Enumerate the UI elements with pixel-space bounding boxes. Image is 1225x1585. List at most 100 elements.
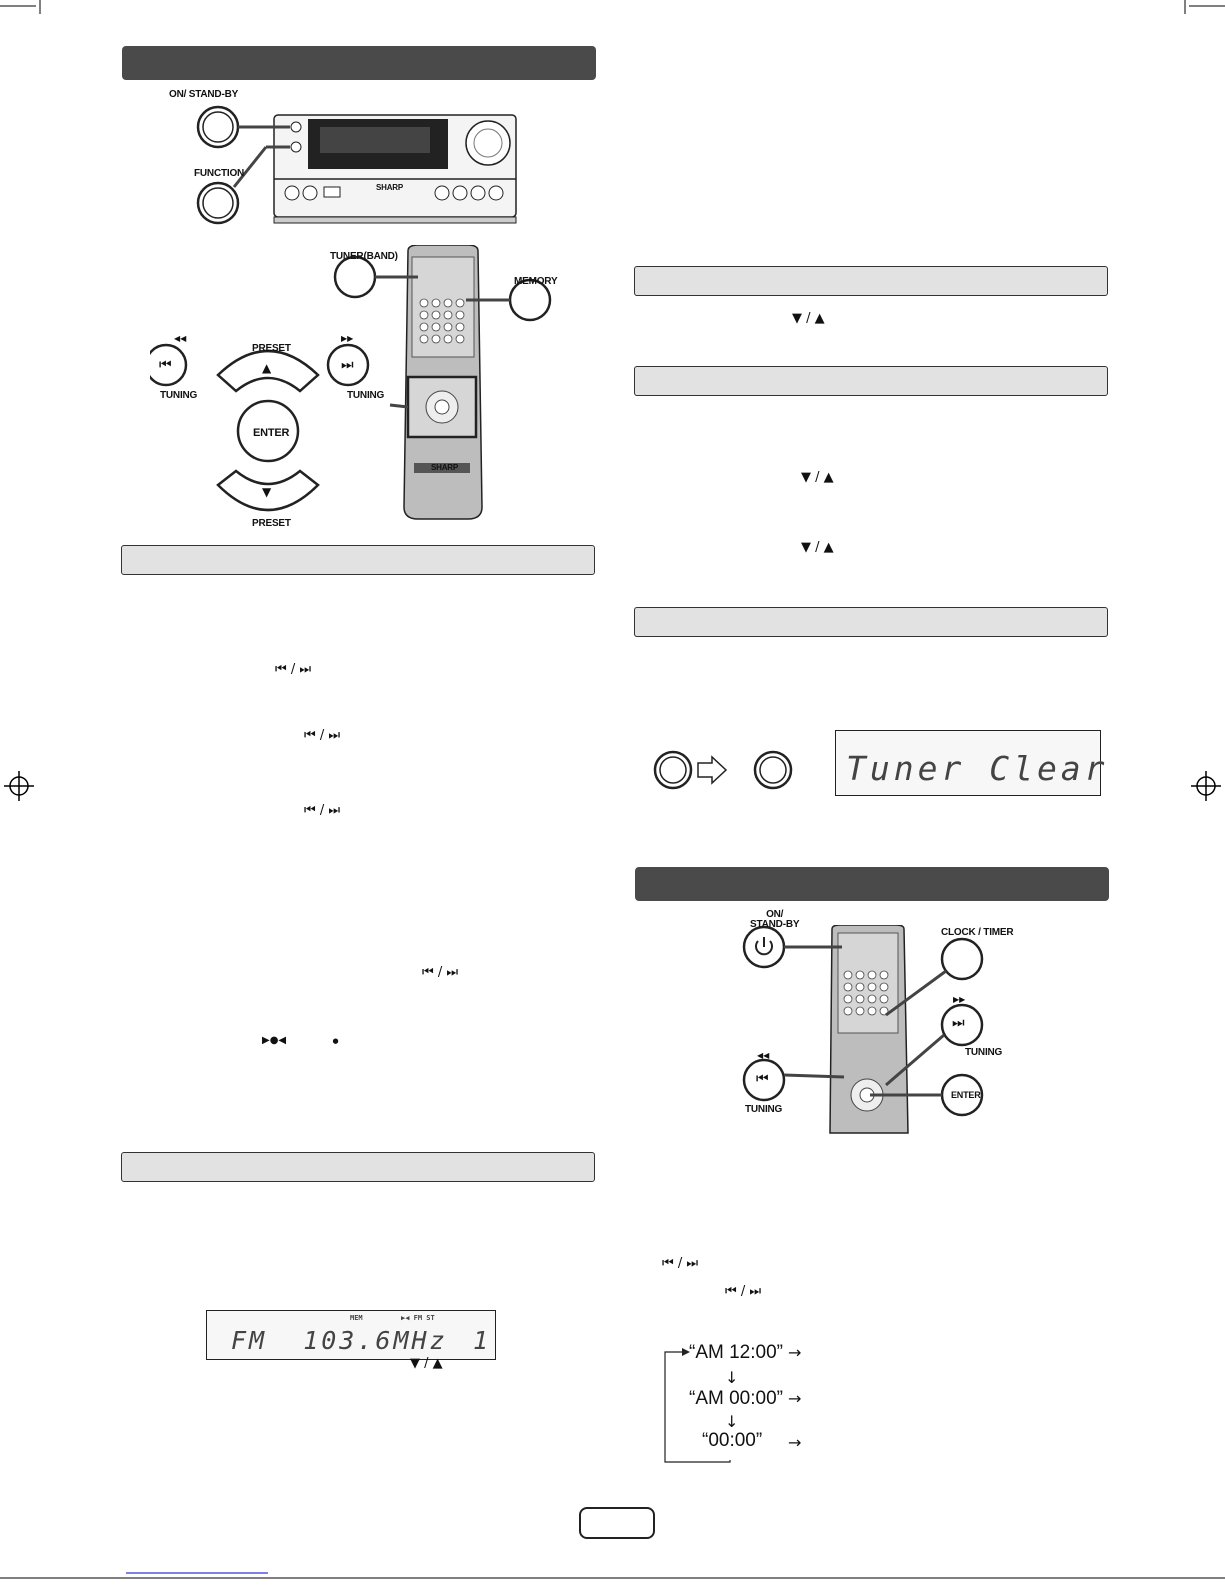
skip-glyphs-1: ⏮ / ⏭ <box>275 663 311 676</box>
main-unit-illustration <box>196 105 517 225</box>
skip-glyphs-clock-2: ⏮ / ⏭ <box>725 1285 761 1298</box>
tuning-left-label: TUNING <box>160 390 198 401</box>
rewind-icon: ◀◀ <box>757 1051 770 1060</box>
down-icon: ▼ <box>410 1356 420 1371</box>
lcd-frequency-text: FM 103.6MHz <box>231 1326 448 1355</box>
next-track-icon: ⏭ <box>328 803 341 818</box>
next-track-icon: ⏭ <box>299 662 312 677</box>
right-arrow-icon: → <box>788 1343 802 1362</box>
registration-mark-left <box>4 771 34 801</box>
skip-glyphs-3: ⏮ / ⏭ <box>304 804 340 817</box>
right-arrow-icon: → <box>788 1433 802 1452</box>
next-track-icon: ⏭ <box>952 1015 965 1031</box>
right-arrow-icon: → <box>788 1389 802 1408</box>
up-icon: ▲ <box>432 1356 443 1371</box>
or-separator: / <box>815 470 820 485</box>
on-standby-label-2: ON/ STAND-BY <box>750 909 800 930</box>
down-icon: ▼ <box>792 311 802 326</box>
up-icon: ▲ <box>823 470 834 485</box>
fm-st-indicator: ▶◀ FM ST <box>401 1314 435 1322</box>
subheader-scan <box>634 366 1108 396</box>
registration-mark-right <box>1191 771 1221 801</box>
next-track-icon: ⏭ <box>686 1256 699 1271</box>
or-separator: / <box>806 311 811 326</box>
clock-format-12h: “AM 12:00” <box>689 1342 783 1363</box>
subheader-clear <box>634 607 1108 637</box>
clock-format-loop <box>664 1348 731 1463</box>
prev-track-icon: ⏮ <box>725 1284 737 1299</box>
next-track-icon: ⏭ <box>749 1284 762 1299</box>
up-icon: ▲ <box>262 361 272 375</box>
skip-glyphs-4: ⏮ / ⏭ <box>422 966 458 979</box>
remote-illustration-top <box>150 245 552 520</box>
remote-brand-label: SHARP <box>431 463 459 472</box>
lcd-preset-number: 1 <box>473 1326 489 1355</box>
or-separator: / <box>437 965 443 980</box>
next-track-icon: ⏭ <box>446 965 459 980</box>
ffwd-icon: ▶▶ <box>953 995 966 1004</box>
page-number-box <box>579 1507 655 1539</box>
prev-track-icon: ⏮ <box>662 1256 674 1271</box>
tuner-band-label: TUNER(BAND) <box>330 251 398 262</box>
function-label: FUNCTION <box>194 168 245 179</box>
down-icon: ▼ <box>262 485 272 499</box>
down-icon: ▼ <box>801 540 811 555</box>
or-separator: / <box>677 1256 683 1271</box>
lcd-clear-text: Tuner Clear <box>846 749 1109 788</box>
clear-memory-buttons <box>653 750 793 790</box>
tuning-left-label-2: TUNING <box>745 1104 783 1115</box>
or-separator: / <box>319 803 325 818</box>
or-separator: / <box>319 728 325 743</box>
prev-track-icon: ⏮ <box>422 965 434 980</box>
up-icon: ▲ <box>823 540 834 555</box>
dot-icon: ● <box>332 1037 339 1045</box>
stereo-indicator-glyphs: ▶●◀ ● <box>262 1034 339 1048</box>
enter-label: ENTER <box>253 427 290 439</box>
clock-format-12h-zero: “AM 00:00” <box>689 1388 783 1409</box>
or-separator: / <box>290 662 296 677</box>
preset-top-label: PRESET <box>252 343 291 354</box>
up-icon: ▲ <box>814 311 825 326</box>
skip-glyphs-clock-1: ⏮ / ⏭ <box>662 1257 698 1270</box>
subheader-recall <box>634 266 1108 296</box>
arrow-glyphs-scan-1: ▼ / ▲ <box>801 471 834 484</box>
down-arrow-icon: ↓ <box>725 1412 739 1431</box>
section-header-tuner <box>122 46 596 80</box>
section-header-clock <box>635 867 1109 901</box>
prev-track-icon: ⏮ <box>275 662 287 677</box>
mem-indicator: MEM <box>350 1314 363 1322</box>
clock-timer-label: CLOCK / TIMER <box>941 927 1014 938</box>
prev-track-icon: ⏮ <box>304 728 316 743</box>
down-icon: ▼ <box>801 470 811 485</box>
memory-label: MEMORY <box>514 276 558 287</box>
rewind-icon: ◀◀ <box>174 334 187 343</box>
fm-stereo-indicator-icon: ▶●◀ <box>262 1035 287 1046</box>
on-standby-label: ON/ STAND-BY <box>169 89 239 100</box>
preset-bottom-label: PRESET <box>252 518 291 529</box>
subheader-preset-memory <box>121 1152 595 1182</box>
tuning-right-label-2: TUNING <box>965 1047 1003 1058</box>
down-arrow-icon: ↓ <box>725 1368 739 1387</box>
unit-brand-label: SHARP <box>376 183 404 192</box>
arrow-glyphs-recall: ▼ / ▲ <box>792 312 825 325</box>
prev-track-icon: ⏮ <box>159 357 172 373</box>
remote-illustration-clock <box>742 925 984 1134</box>
skip-glyphs-2: ⏮ / ⏭ <box>304 729 340 742</box>
prev-track-icon: ⏮ <box>756 1071 769 1087</box>
next-track-icon: ⏭ <box>328 728 341 743</box>
arrow-glyphs-scan-2: ▼ / ▲ <box>801 541 834 554</box>
next-track-icon: ⏭ <box>341 357 354 373</box>
prev-track-icon: ⏮ <box>304 803 316 818</box>
subheader-manual-tuning <box>121 545 595 575</box>
clock-format-24h: “00:00” <box>702 1430 763 1451</box>
lcd-display-memory: MEM ▶◀ FM ST FM 103.6MHz 1 <box>206 1310 496 1360</box>
ffwd-icon: ▶▶ <box>341 334 354 343</box>
tuning-right-label: TUNING <box>347 390 385 401</box>
or-separator: / <box>740 1284 746 1299</box>
preset-arrow-glyphs: ▼ / ▲ <box>410 1357 443 1370</box>
or-separator: / <box>424 1356 429 1371</box>
or-separator: / <box>815 540 820 555</box>
lcd-display-clear: Tuner Clear <box>835 730 1105 796</box>
enter-label-2: ENTER <box>951 1090 981 1100</box>
